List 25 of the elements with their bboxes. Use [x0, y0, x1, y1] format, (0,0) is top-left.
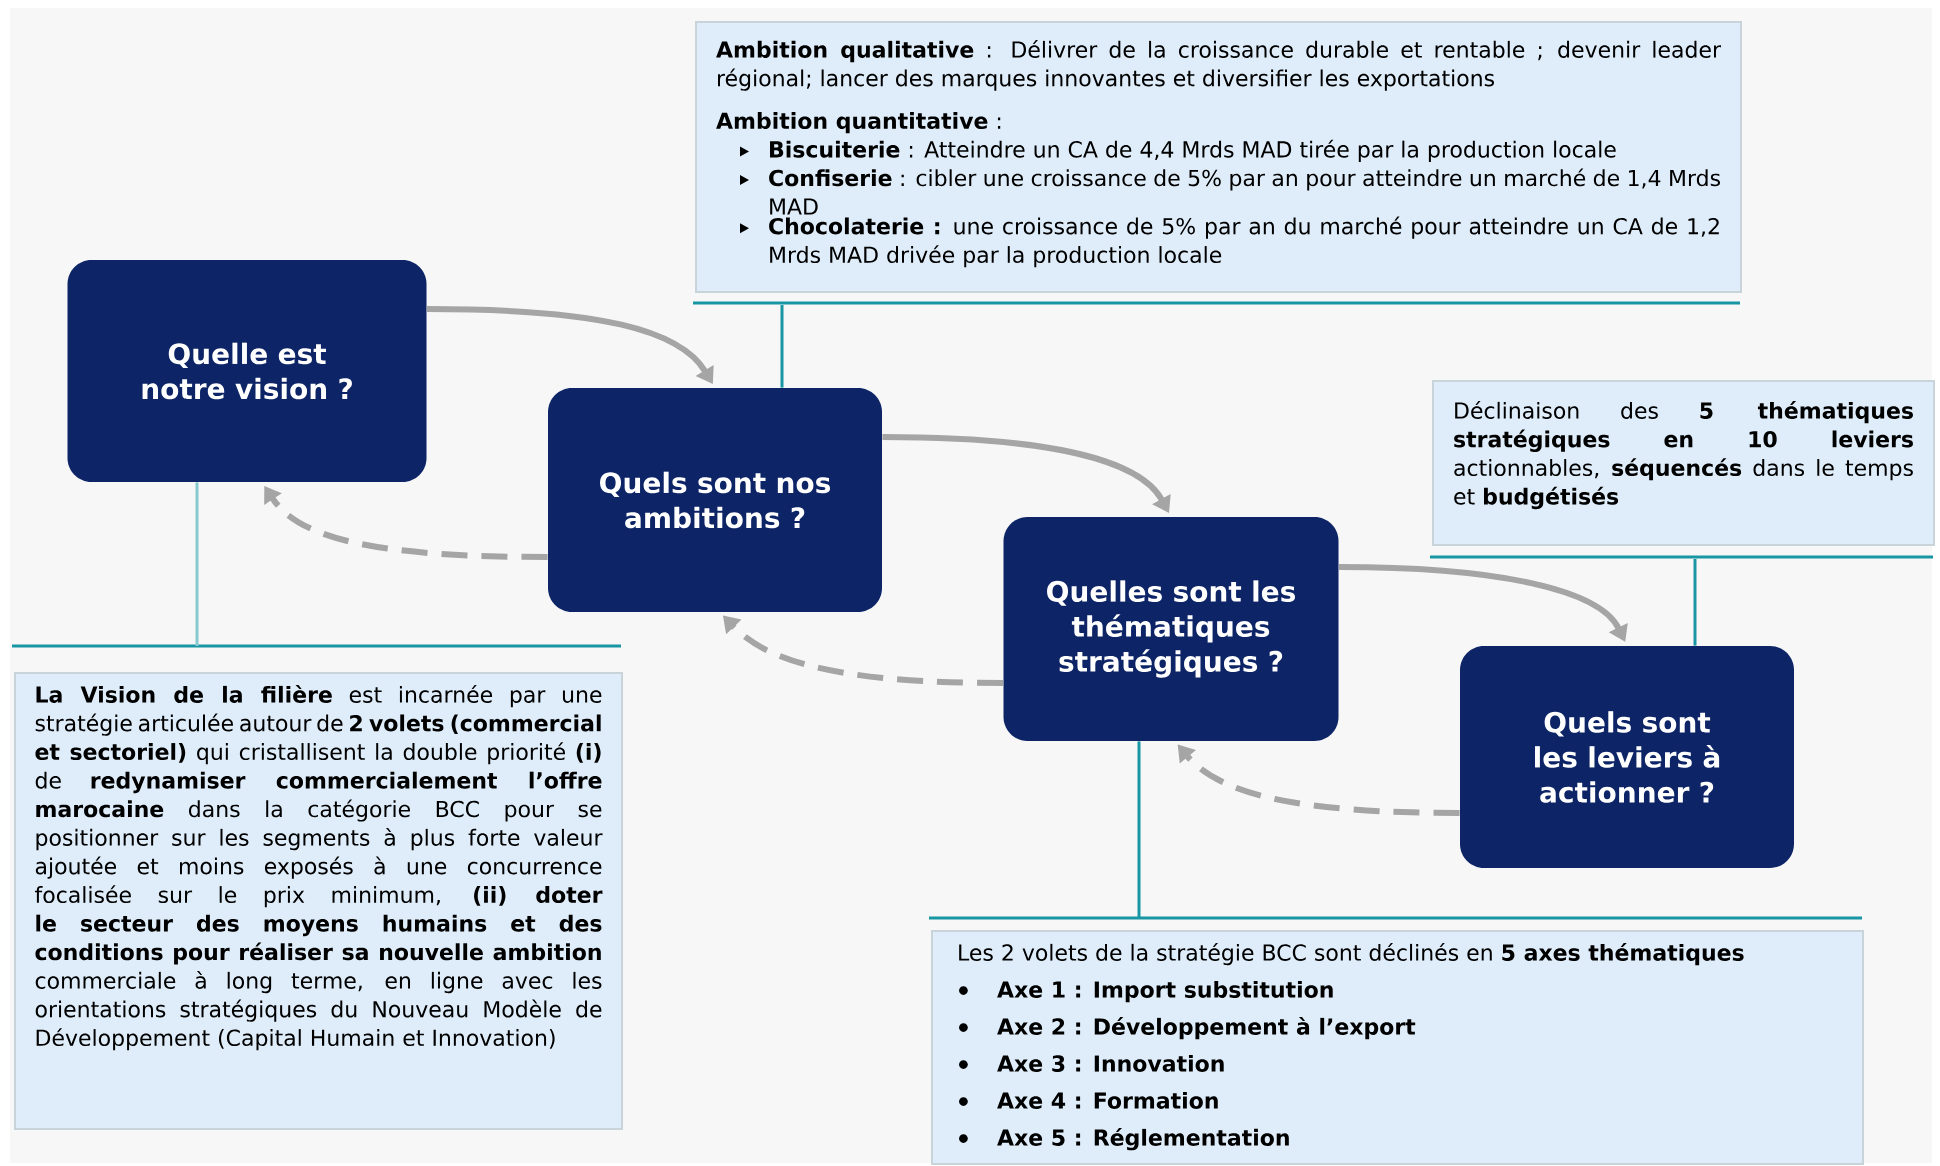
- connector-line: [1137, 741, 1141, 918]
- connector-line: [195, 482, 199, 646]
- question-box: Quelle est notre vision ?: [67, 260, 427, 482]
- connector-line: [1693, 559, 1697, 646]
- info-box: [14, 672, 623, 1130]
- info-box: [695, 21, 1742, 293]
- question-box: Quels sont les leviers à actionner ?: [1460, 646, 1794, 868]
- list-item: Axe 3 : Innovation: [997, 1054, 1224, 1072]
- list-item: Axe 2 : Développement à l’export: [997, 1017, 1416, 1040]
- paragraph: Ambition qualitative : Délivrer de la croissance durable et rentable ; devenir leader régional; lancer des marques innovantes et diversifier les exportations: [716, 40, 1721, 91]
- list-item: Confiserie : cibler une croissance de 5% par an pour atteindre un marché de 1,4 Mrds MAD: [769, 168, 1720, 215]
- paragraph: La Vision de la filière est incarnée par une stratégie articulée autour de 2 volets (commercial et sectoriel) qui cristallisent la double priorité (i) de redynamiser commercialement l’offre marocaine dans la catégorie BCC pour se positionner sur les segments à plus forte valeur ajoutée et moins exposés à une concurrence focalisée sur le prix minimum, (ii) doter le secteur des moyens humains et des conditions pour réaliser sa nouvelle ambition commerciale à long terme, en ligne avec les orientations stratégiques du Nouveau Modèle de Développement (Capital Humain et Innovation): [35, 685, 603, 1051]
- list-item: Biscuiterie : Atteindre un CA de 4,4 Mrds MAD tirée par la production locale: [770, 139, 1616, 162]
- info-box: [1432, 380, 1935, 546]
- paragraph: Les 2 volets de la stratégie BCC sont déclinés en 5 axes thématiques: [959, 943, 1744, 966]
- paragraph: Déclinaison des 5 thématiques stratégiques en 10 leviers actionnables, séquencés dans le temps et budgétisés: [1454, 401, 1913, 510]
- paragraph: Ambition quantitative :: [716, 112, 1001, 134]
- list-item: Axe 1 : Import substitution: [997, 980, 1333, 1003]
- info-box: [931, 930, 1864, 1165]
- question-box: Quelles sont les thématiques stratégiques ?: [1003, 517, 1339, 741]
- list-item: Axe 5 : Réglementation: [997, 1128, 1289, 1151]
- list-item: Chocolaterie : une croissance de 5% par an du marché pour atteindre un CA de 1,2 Mrds MAD drivée par la production locale: [769, 216, 1719, 268]
- list-item: Axe 4 : Formation: [997, 1091, 1218, 1109]
- question-box: Quels sont nos ambitions ?: [548, 388, 882, 612]
- connector-line: [780, 305, 784, 388]
